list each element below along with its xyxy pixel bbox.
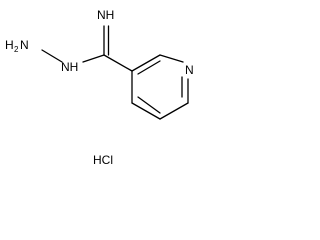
nh2-subscript: 2 [14,45,19,54]
hydrazine-nh-label: NH [61,60,78,74]
amidine-to-nh-bond [82,54,105,63]
imine-double-bond [103,25,110,56]
hcl-salt-label: HCl [93,153,113,167]
amidine-to-ring-bond [103,54,133,72]
nh-to-nh2-bond [41,49,63,63]
nh2-n-glyph: N [20,38,29,52]
chemical-structure-diagram: NH NH H 2 N N HCl [5,8,194,167]
imine-nh-label: NH [97,8,114,22]
pyridine-ring [131,54,189,120]
hydrazine-nh2-label: H 2 N [5,38,29,54]
nh2-h-glyph: H [5,38,14,52]
pyridine-n-label: N [185,63,194,77]
